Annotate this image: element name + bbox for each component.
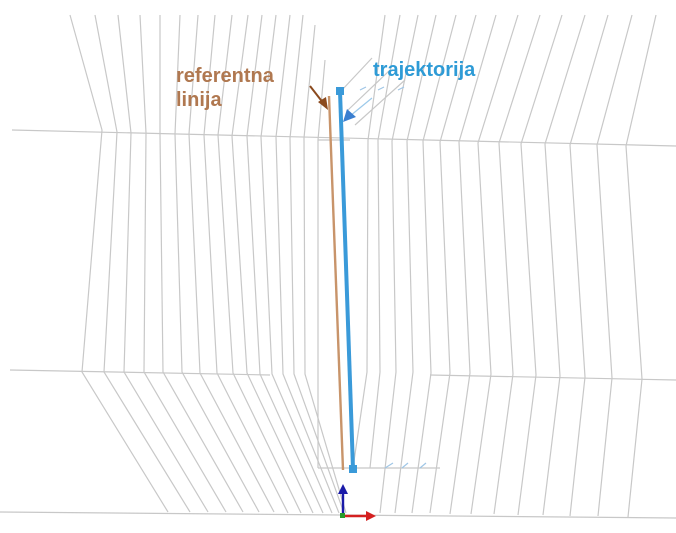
reference-pointer-arrow xyxy=(309,85,328,110)
reference-line-label-line2: linija xyxy=(176,89,222,111)
trajectory-pointer-arrow xyxy=(343,97,373,122)
reference-line-label: referentna linija xyxy=(176,64,274,112)
trajectory-line xyxy=(338,90,355,470)
trajectory-start-marker xyxy=(336,87,344,95)
trajectory-end-marker xyxy=(349,465,357,473)
reference-line xyxy=(327,95,345,471)
groove-mesh xyxy=(0,14,676,519)
xyz-axes-icon xyxy=(338,484,376,521)
reference-line-label-line1: referentna xyxy=(176,65,274,87)
tick-marks xyxy=(359,86,427,469)
trajectory-label: trajektorija xyxy=(373,59,476,81)
